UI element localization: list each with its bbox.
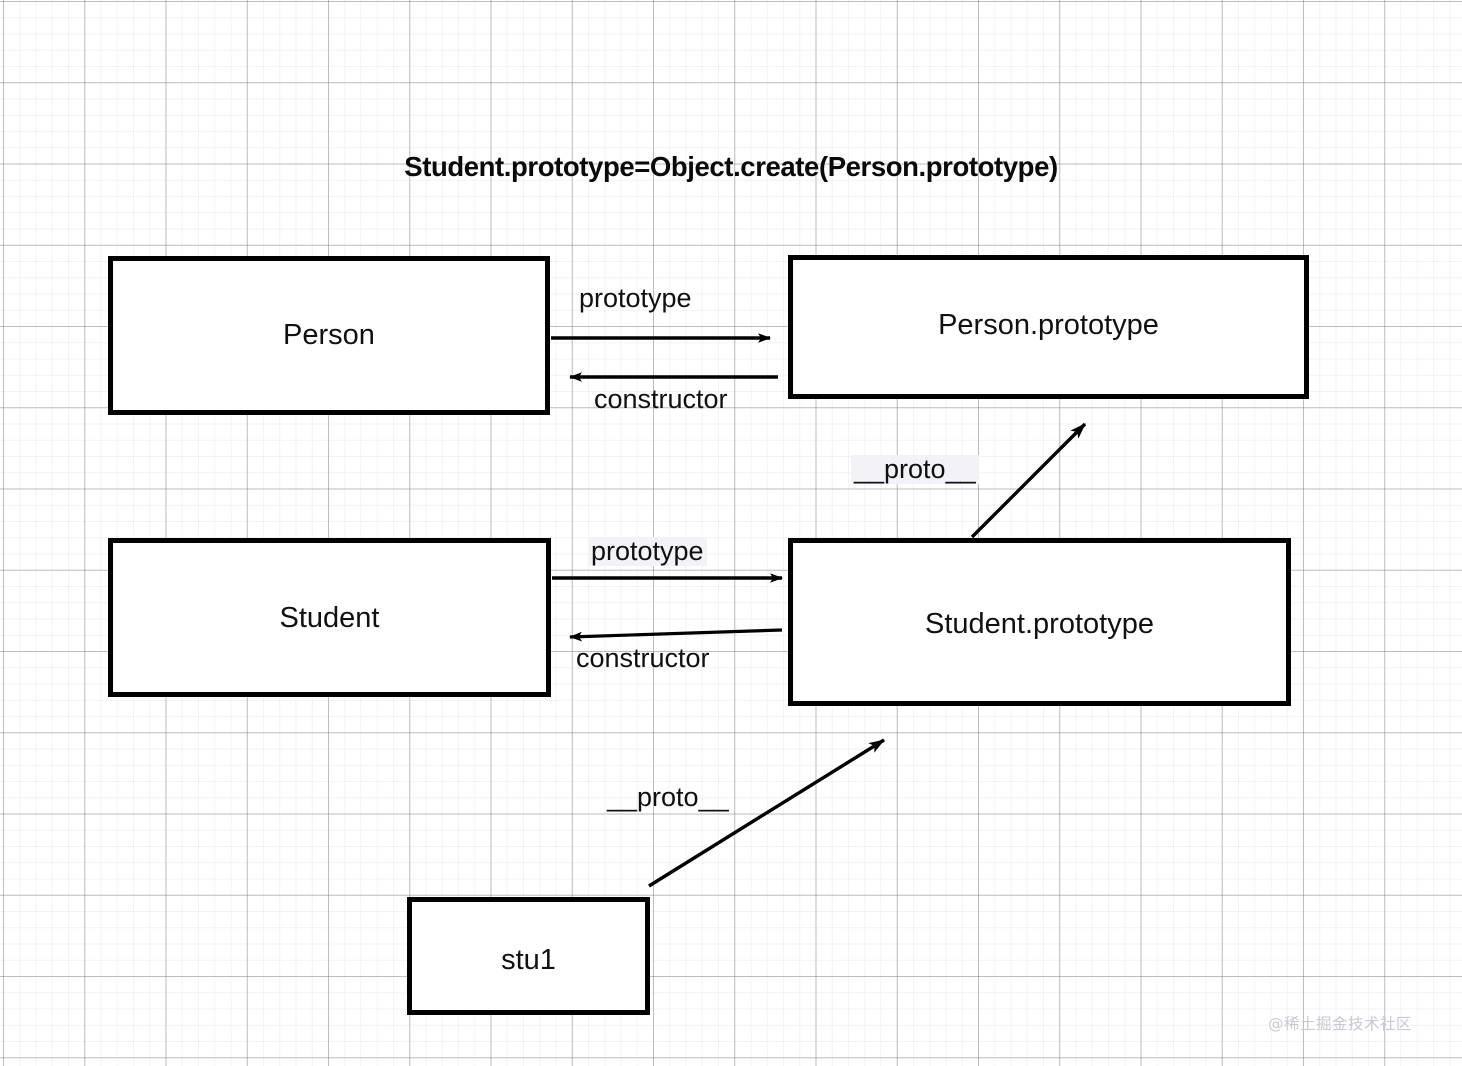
node-label-student: Student [279, 602, 380, 634]
node-label-person-prototype: Person.prototype [938, 308, 1159, 341]
edge-label-proto-chain-stu1: __proto__ [607, 782, 729, 812]
edge-label-person-constructor: constructor [594, 384, 728, 414]
edge-label-student-constructor: constructor [576, 643, 710, 673]
node-label-student-prototype: Student.prototype [925, 607, 1154, 640]
arrow-student-prototype-to-person-prototype [970, 422, 1087, 539]
arrow-student-prototype-to-student [569, 628, 783, 642]
edge-label-person-prototype: prototype [579, 283, 692, 313]
edge-label-proto-chain-student-prototype: __proto__ [851, 455, 979, 484]
arrow-stu1-to-student-prototype [648, 738, 885, 888]
node-box-student-prototype[interactable]: Student.prototype [788, 538, 1291, 706]
node-label-stu1: stu1 [501, 943, 556, 976]
node-box-person[interactable]: Person [108, 256, 550, 415]
node-box-person-prototype[interactable]: Person.prototype [788, 255, 1309, 399]
node-box-stu1[interactable]: stu1 [407, 897, 650, 1015]
node-label-person: Person [283, 319, 375, 351]
page-title: Student.prototype=Object.create(Person.p… [404, 151, 1058, 182]
node-box-student[interactable]: Student [108, 538, 551, 697]
watermark: @稀土掘金技术社区 [1268, 1015, 1413, 1033]
edge-label-student-prototype: prototype [588, 537, 707, 566]
